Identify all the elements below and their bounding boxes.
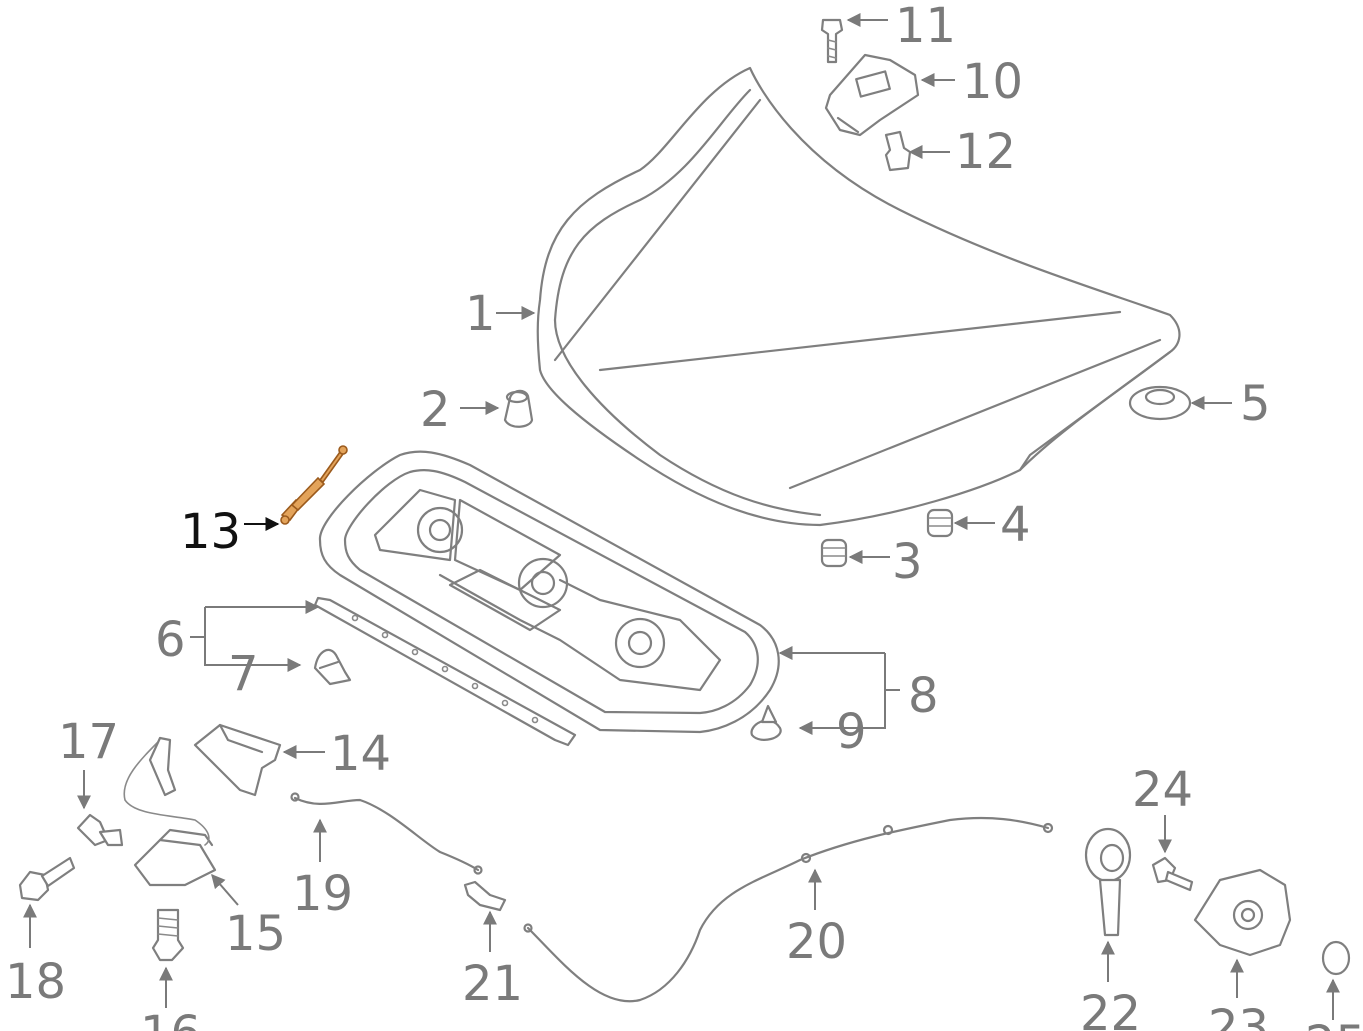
- callout-21: 21: [462, 956, 523, 1012]
- bolt-24: [1151, 856, 1194, 892]
- hood-panel: [536, 66, 1181, 527]
- leader-lines: [23, 13, 1340, 1020]
- callout-18: 18: [5, 954, 66, 1010]
- bolt-12: [884, 130, 912, 172]
- release-cable-20: [523, 816, 1054, 1003]
- push-pin-9: [750, 704, 782, 741]
- callout-7: 7: [228, 646, 259, 702]
- callout-19: 19: [292, 866, 353, 922]
- callout-10: 10: [962, 54, 1023, 110]
- bumper-stop: [503, 389, 534, 428]
- callout-11: 11: [895, 0, 956, 54]
- callout-6: 6: [155, 612, 186, 668]
- callout-4: 4: [1000, 497, 1031, 553]
- release-cable-19: [290, 792, 483, 875]
- grommet: [1128, 385, 1192, 421]
- insulator-pad: [318, 450, 780, 734]
- callout-23: 23: [1208, 1000, 1269, 1031]
- callout-3: 3: [892, 534, 923, 590]
- cap-25: [1321, 940, 1351, 976]
- bolt-11: [820, 18, 844, 64]
- callout-5: 5: [1240, 376, 1271, 432]
- bolt-16: [151, 908, 185, 962]
- callout-20: 20: [786, 914, 847, 970]
- callout-22: 22: [1080, 986, 1141, 1031]
- callout-16: 16: [140, 1006, 201, 1031]
- callout-2: 2: [420, 382, 451, 438]
- bolt-18: [18, 856, 76, 902]
- bracket-17: [76, 813, 124, 847]
- callout-labels: 11 10 12 1 2 5 4 13 3 6 7 8 9 17 14 24 1…: [5, 0, 1363, 1031]
- hood-latch: [123, 736, 217, 887]
- callout-12: 12: [955, 124, 1016, 180]
- clip-7: [313, 648, 352, 686]
- callout-25: 25: [1305, 1016, 1363, 1031]
- gas-strut-13: [280, 445, 348, 525]
- callout-1: 1: [465, 286, 496, 342]
- callout-24: 24: [1132, 762, 1193, 818]
- lock-bracket: [193, 723, 282, 797]
- hinge-bracket: [824, 53, 920, 137]
- latch-assembly: [1193, 868, 1292, 957]
- callout-15: 15: [225, 906, 286, 962]
- clip-21: [463, 880, 507, 912]
- cushion-4: [926, 508, 954, 538]
- callout-9: 9: [836, 704, 867, 760]
- callout-8: 8: [908, 668, 939, 724]
- cushion-3: [820, 538, 848, 568]
- callout-17: 17: [58, 714, 119, 770]
- callout-13: 13: [180, 504, 241, 560]
- callout-14: 14: [330, 726, 391, 782]
- release-handle: [1084, 827, 1132, 937]
